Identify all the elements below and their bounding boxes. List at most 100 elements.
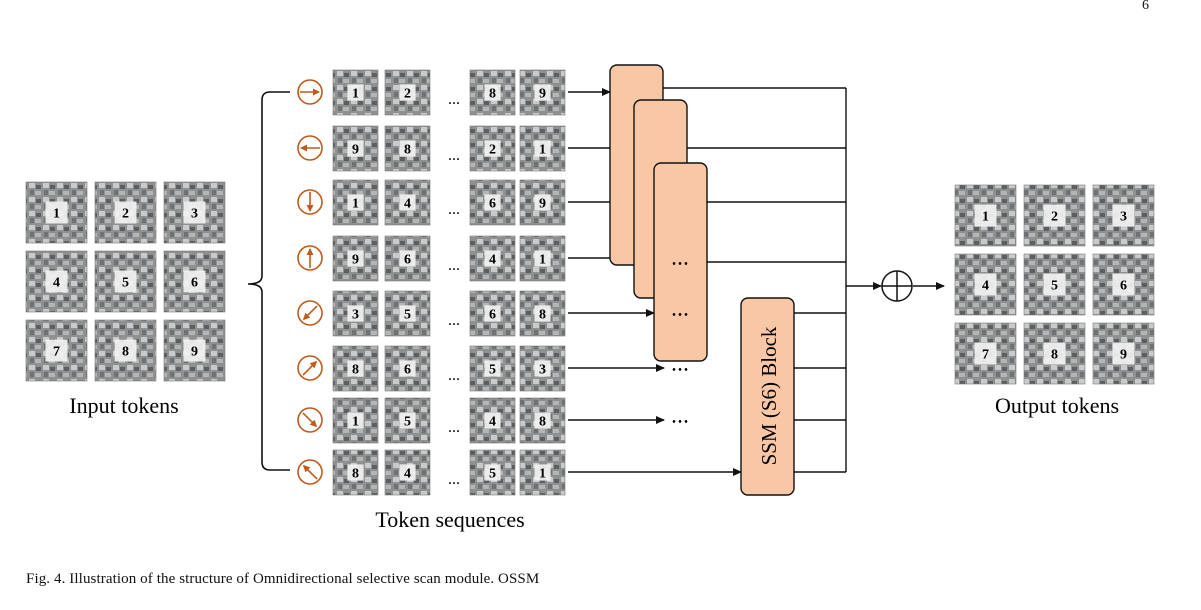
output-token-4: 4 bbox=[954, 253, 1017, 316]
ellipsis: ... bbox=[448, 312, 460, 329]
token-number: 1 bbox=[539, 467, 546, 482]
sequence-token-8: 8 bbox=[332, 345, 379, 392]
sequence-token-2: 2 bbox=[384, 69, 431, 116]
token-number: 2 bbox=[122, 207, 129, 222]
output-token-2: 2 bbox=[1023, 184, 1086, 247]
input-token-7: 7 bbox=[25, 319, 88, 382]
token-number: 6 bbox=[191, 276, 198, 291]
token-number: 9 bbox=[191, 345, 198, 360]
up-left-arrow-icon bbox=[297, 459, 323, 485]
ellipsis: ... bbox=[448, 257, 460, 274]
input-token-9: 9 bbox=[163, 319, 226, 382]
token-number: 4 bbox=[404, 467, 411, 482]
token-number: 1 bbox=[539, 143, 546, 158]
sequence-token-8: 8 bbox=[384, 125, 431, 172]
connection-lines bbox=[568, 87, 945, 476]
output-token-7: 7 bbox=[954, 322, 1017, 385]
token-number: 3 bbox=[1120, 210, 1127, 225]
token-number: 4 bbox=[53, 276, 60, 291]
token-number: 6 bbox=[489, 197, 496, 212]
token-sequences-label: Token sequences bbox=[375, 507, 524, 532]
output-tokens-label: Output tokens bbox=[995, 393, 1119, 418]
token-number: 3 bbox=[352, 308, 359, 323]
sequence-token-1: 1 bbox=[519, 125, 566, 172]
ellipsis: ... bbox=[448, 471, 460, 488]
input-token-2: 2 bbox=[94, 181, 157, 244]
continuation-dots-label: • • • bbox=[672, 259, 688, 270]
sequence-token-8: 8 bbox=[469, 69, 516, 116]
down-arrow-icon bbox=[297, 189, 323, 215]
token-number: 8 bbox=[489, 87, 496, 102]
token-number: 7 bbox=[982, 348, 989, 363]
sequence-token-4: 4 bbox=[469, 235, 516, 282]
sequence-token-6: 6 bbox=[384, 235, 431, 282]
token-number: 1 bbox=[352, 87, 359, 102]
token-number: 8 bbox=[352, 467, 359, 482]
sequence-token-6: 6 bbox=[384, 345, 431, 392]
sequence-token-1: 1 bbox=[332, 69, 379, 116]
sequence-token-5: 5 bbox=[384, 397, 431, 444]
ellipsis: ... bbox=[448, 147, 460, 164]
token-number: 8 bbox=[539, 308, 546, 323]
sequence-token-5: 5 bbox=[469, 449, 516, 496]
sequence-token-9: 9 bbox=[332, 235, 379, 282]
figure-caption: Fig. 4. Illustration of the structure of… bbox=[26, 571, 540, 587]
token-number: 8 bbox=[1051, 348, 1058, 363]
sum-icon bbox=[881, 270, 913, 302]
right-arrow-icon bbox=[297, 79, 323, 105]
token-number: 9 bbox=[539, 197, 546, 212]
token-number: 3 bbox=[539, 363, 546, 378]
sequence-token-6: 6 bbox=[469, 179, 516, 226]
down-right-arrow-icon bbox=[297, 407, 323, 433]
ssm-block-front bbox=[740, 297, 795, 496]
token-number: 7 bbox=[53, 345, 60, 360]
output-token-1: 1 bbox=[954, 184, 1017, 247]
token-number: 8 bbox=[352, 363, 359, 378]
token-number: 4 bbox=[982, 279, 989, 294]
sequence-token-1: 1 bbox=[519, 449, 566, 496]
sequence-token-1: 1 bbox=[332, 179, 379, 226]
token-number: 8 bbox=[122, 345, 129, 360]
output-token-5: 5 bbox=[1023, 253, 1086, 316]
token-number: 2 bbox=[404, 87, 411, 102]
sequence-token-4: 4 bbox=[469, 397, 516, 444]
sequence-token-3: 3 bbox=[519, 345, 566, 392]
token-number: 1 bbox=[352, 415, 359, 430]
continuation-dots-label: • • • bbox=[672, 310, 688, 321]
output-token-8: 8 bbox=[1023, 322, 1086, 385]
token-number: 4 bbox=[489, 253, 496, 268]
continuation-dots: • • •• • •• • •• • • bbox=[672, 259, 688, 428]
input-token-1: 1 bbox=[25, 181, 88, 244]
input-token-3: 3 bbox=[163, 181, 226, 244]
token-number: 8 bbox=[404, 143, 411, 158]
output-token-6: 6 bbox=[1092, 253, 1155, 316]
ellipsis: ... bbox=[448, 91, 460, 108]
sequence-token-4: 4 bbox=[384, 179, 431, 226]
up-arrow-icon bbox=[297, 245, 323, 271]
input-token-5: 5 bbox=[94, 250, 157, 313]
output-token-9: 9 bbox=[1092, 322, 1155, 385]
sequence-token-1: 1 bbox=[519, 235, 566, 282]
token-number: 1 bbox=[982, 210, 989, 225]
token-number: 9 bbox=[352, 143, 359, 158]
token-number: 1 bbox=[352, 197, 359, 212]
output-token-3: 3 bbox=[1092, 184, 1155, 247]
up-right-arrow-icon bbox=[297, 355, 323, 381]
input-token-4: 4 bbox=[25, 250, 88, 313]
token-number: 9 bbox=[539, 87, 546, 102]
left-brace bbox=[247, 91, 290, 471]
token-number: 5 bbox=[489, 467, 496, 482]
left-arrow-icon bbox=[297, 135, 323, 161]
sequence-token-9: 9 bbox=[332, 125, 379, 172]
token-number: 1 bbox=[539, 253, 546, 268]
sequence-token-2: 2 bbox=[469, 125, 516, 172]
input-token-grid: 1 2 3 4 5 6 7 8 9 bbox=[25, 181, 226, 382]
sequence-token-8: 8 bbox=[519, 290, 566, 337]
ssm-block-back-3 bbox=[653, 162, 708, 362]
token-number: 5 bbox=[404, 415, 411, 430]
continuation-dots-label: • • • bbox=[672, 365, 688, 376]
token-number: 6 bbox=[404, 363, 411, 378]
token-number: 9 bbox=[1120, 348, 1127, 363]
